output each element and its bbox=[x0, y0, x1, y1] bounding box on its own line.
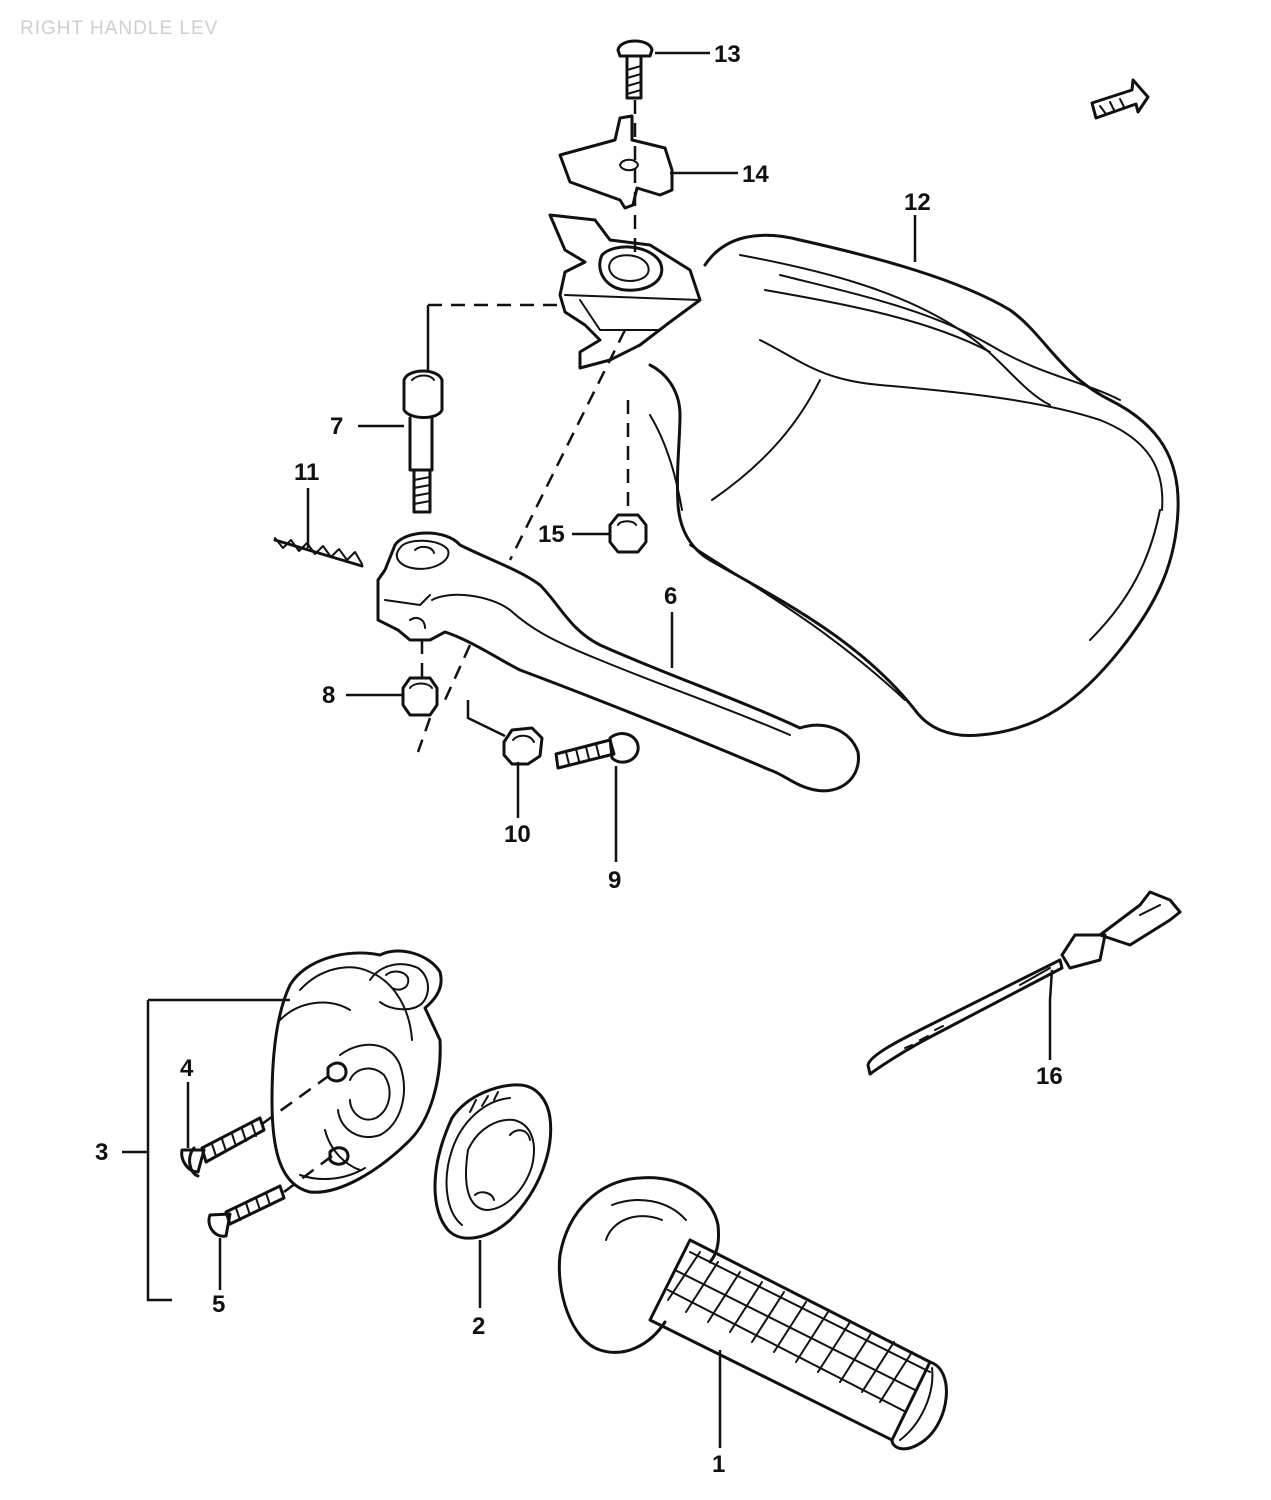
nut-part-10 bbox=[502, 726, 544, 766]
screw-part-4 bbox=[180, 1116, 266, 1178]
plate-part-14 bbox=[558, 114, 674, 210]
label-9: 9 bbox=[608, 867, 621, 894]
hand-guard-part bbox=[648, 233, 1180, 738]
label-3: 3 bbox=[95, 1139, 108, 1166]
label-11: 11 bbox=[294, 459, 319, 486]
label-1: 1 bbox=[712, 1451, 725, 1478]
switch-housing-part-3 bbox=[270, 949, 443, 1194]
lever-part-6 bbox=[376, 531, 860, 793]
cable-tie-part-16 bbox=[866, 890, 1182, 1076]
label-6: 6 bbox=[664, 583, 677, 610]
callouts: 13 14 12 7 11 15 6 8 10 9 16 3 4 5 2 1 bbox=[95, 41, 1063, 1478]
label-12: 12 bbox=[904, 189, 931, 216]
label-10: 10 bbox=[504, 821, 531, 848]
pivot-bolt-part-7 bbox=[402, 369, 444, 514]
screw-part-9 bbox=[554, 732, 640, 770]
label-7: 7 bbox=[330, 413, 343, 440]
screw-part-5 bbox=[207, 1184, 286, 1238]
page-title: RIGHT HANDLE LEV bbox=[20, 18, 219, 39]
assembly-guide-lines-lower bbox=[261, 1073, 333, 1193]
grip-part-1 bbox=[557, 1176, 948, 1451]
guard-bracket bbox=[548, 213, 702, 370]
screw-part-13 bbox=[616, 39, 654, 100]
label-16: 16 bbox=[1036, 1063, 1063, 1090]
spring-part-11 bbox=[273, 537, 364, 568]
label-4: 4 bbox=[180, 1055, 194, 1082]
label-5: 5 bbox=[212, 1291, 225, 1318]
arrow-icon bbox=[1090, 78, 1150, 120]
nut-part-15 bbox=[608, 513, 648, 554]
label-8: 8 bbox=[322, 682, 335, 709]
label-2: 2 bbox=[472, 1313, 485, 1340]
label-13: 13 bbox=[714, 41, 741, 68]
label-14: 14 bbox=[742, 161, 769, 188]
label-15: 15 bbox=[538, 521, 565, 548]
nut-part-8 bbox=[401, 676, 439, 717]
ring-part-2 bbox=[433, 1083, 553, 1240]
assembly-guide-lines-upper bbox=[416, 100, 637, 753]
